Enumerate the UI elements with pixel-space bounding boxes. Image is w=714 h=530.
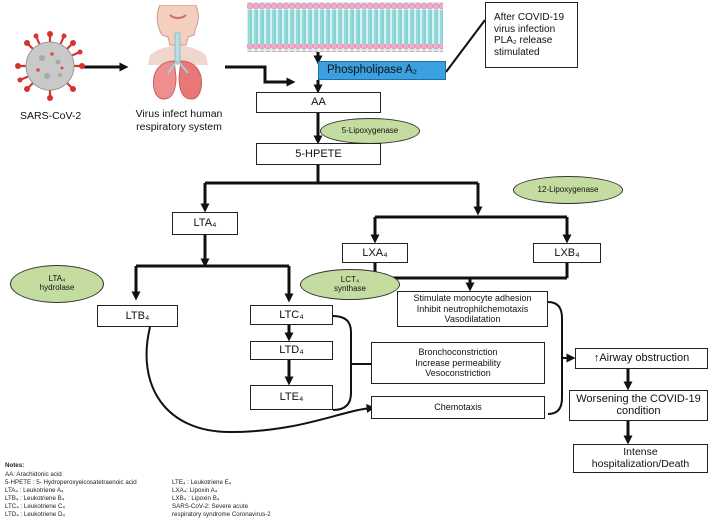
notes-column-2: LTE₄ : Leukotriene E₄ LXA₄: Lipoxin A₄ L… — [172, 479, 271, 519]
hpete-box: 5-HPETE — [256, 143, 381, 165]
lxa4-box: LXA₄ — [342, 243, 408, 263]
chemotaxis-box: Chemotaxis — [371, 396, 545, 419]
lungs-icon — [148, 4, 208, 100]
aa-box: AA — [256, 92, 381, 113]
lta4-box: LTA₄ — [172, 212, 238, 235]
lipoxygenase-12-label: 12-Lipoxygenase — [537, 184, 599, 194]
note-entry: LTB₄ : Leukotriene B₄ — [5, 494, 65, 502]
ltd4-box: LTD₄ — [250, 341, 333, 360]
lct4-synthase-line2: synthase — [333, 283, 367, 293]
note-entry: 5-HPETE : 5- Hydroperoxyeicosatetraenoic… — [5, 478, 137, 486]
note-entry: LTA₄ : Leukotriene A₄ — [5, 486, 64, 494]
airway-obstruction-box: ↑Airway obstruction — [575, 348, 708, 369]
phospholipase-a2-box: Phospholipase A₂ — [318, 61, 446, 80]
lta4-hydrolase-line1: LTA₄ — [48, 274, 66, 284]
lte4-box: LTE₄ — [250, 385, 333, 410]
lct4-synthase-line1: LCT₄ — [340, 274, 360, 284]
respiratory-caption: Virus infect human respiratory system — [135, 108, 223, 133]
virus-label: SARS-CoV-2 — [20, 110, 82, 122]
lct4-synthase-oval: LCT₄ synthase — [300, 269, 400, 300]
note-entry: LXA₄: Lipoxin A₄ — [172, 486, 218, 494]
hospitalization-death-box: Intense hospitalization/Death — [573, 444, 708, 473]
notes-title: Notes: — [5, 462, 25, 469]
note-entry: LXB₄ : Lipoxin B₄ — [172, 494, 220, 502]
note-entry: LTD₄ : Leukotriene D₄ — [5, 510, 65, 518]
notes-column-1: AA: Arachidonic acid 5-HPETE : 5- Hydrop… — [5, 471, 137, 519]
worsening-condition-box: Worsening the COVID-19 condition — [569, 390, 708, 421]
note-entry: AA: Arachidonic acid — [5, 471, 62, 478]
virus-icon — [15, 31, 85, 101]
lipoxygenase-5-oval: 5-Lipoxygenase — [320, 118, 420, 144]
lipoxygenase-5-label: 5-Lipoxygenase — [341, 125, 399, 135]
respiratory-system-illustration — [130, 4, 225, 103]
ltc4-box: LTC₄ — [250, 305, 333, 325]
lta4-hydrolase-oval: LTA₄ hydrolase — [10, 265, 104, 303]
membrane-icon — [247, 2, 443, 52]
lxb4-box: LXB₄ — [533, 243, 601, 263]
lipoxygenase-12-oval: 12-Lipoxygenase — [513, 176, 623, 204]
ltb4-box: LTB₄ — [97, 305, 178, 327]
cell-membrane-illustration — [247, 2, 443, 52]
coronavirus-illustration — [14, 30, 86, 102]
lipoxin-effects-box: Stimulate monocyte adhesion Inhibit neut… — [397, 291, 548, 327]
note-entry: respiratory syndrome Coronavirus-2 — [172, 510, 271, 518]
note-entry: LTE₄ : Leukotriene E₄ — [172, 479, 232, 486]
note-entry: LTC₄ : Leukotriene C₄ — [5, 502, 65, 510]
membrane-note: After COVID-19 virus infection PLA₂ rele… — [485, 2, 578, 68]
note-entry: SARS-CoV-2: Severe acute — [172, 502, 249, 510]
vascular-effects-box: Bronchoconstriction Increase permeabilit… — [371, 342, 545, 384]
lta4-hydrolase-line2: hydrolase — [39, 283, 75, 292]
phospholipase-a2-label: Phospholipase A₂ — [327, 63, 418, 76]
